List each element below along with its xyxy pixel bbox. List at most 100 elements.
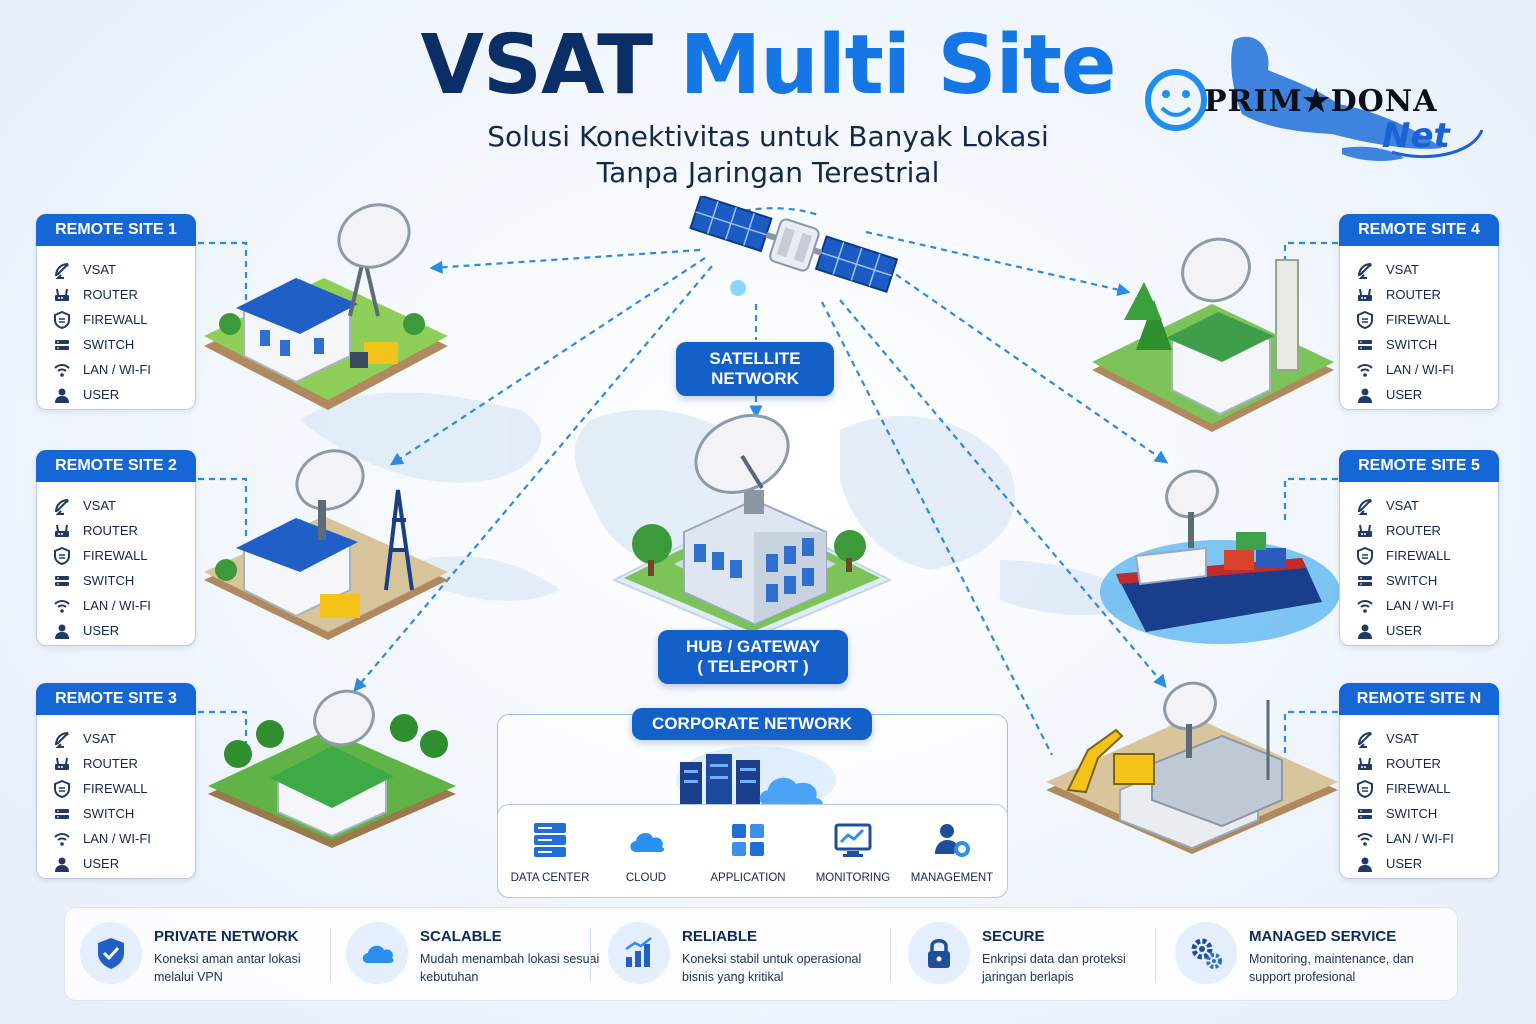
user-icon bbox=[55, 624, 69, 639]
hub-line-1: HUB / GATEWAY bbox=[685, 637, 821, 656]
router-icon bbox=[55, 757, 69, 770]
site-item-vsat: VSAT bbox=[1356, 257, 1454, 282]
site-item-router: ROUTER bbox=[1356, 518, 1454, 543]
site-item-lan-wifi: LAN / WI-FI bbox=[1356, 826, 1454, 851]
user-icon bbox=[55, 388, 69, 403]
cloud-icon bbox=[346, 922, 408, 984]
site-item-label: FIREWALL bbox=[83, 781, 148, 796]
feature-managed-service: MANAGED SERVICE Monitoring, maintenance,… bbox=[1175, 918, 1445, 992]
corporate-item-cloud: CLOUD bbox=[594, 820, 698, 884]
router-icon bbox=[1358, 524, 1372, 537]
feature-desc: Mudah menambah lokasi sesuai kebutuhan bbox=[420, 952, 600, 984]
gears-icon bbox=[1175, 922, 1237, 984]
feature-title: SCALABLE bbox=[420, 928, 502, 945]
site-item-label: SWITCH bbox=[1386, 806, 1438, 821]
user-icon bbox=[1358, 624, 1372, 639]
site-title: REMOTE SITE 1 bbox=[36, 214, 196, 246]
switch-icon bbox=[55, 808, 69, 819]
site-5-ship-scene bbox=[1100, 469, 1340, 644]
firewall-shield-icon bbox=[54, 310, 70, 329]
feature-divider bbox=[890, 928, 891, 982]
wifi-icon bbox=[54, 832, 70, 846]
feature-title: PRIVATE NETWORK bbox=[154, 928, 299, 945]
corporate-label: MANAGEMENT bbox=[910, 872, 994, 884]
application-grid-icon bbox=[732, 824, 764, 856]
satellite-dish-icon bbox=[55, 731, 69, 748]
switch-icon bbox=[1358, 808, 1372, 819]
feature-scalable: SCALABLE Mudah menambah lokasi sesuai ke… bbox=[346, 918, 599, 992]
site-title: REMOTE SITE 3 bbox=[36, 683, 196, 715]
hub-line-2: ( TELEPORT ) bbox=[697, 657, 809, 676]
satellite-dish-icon bbox=[1358, 262, 1372, 279]
router-icon bbox=[1358, 288, 1372, 301]
site-item-firewall: FIREWALL bbox=[53, 776, 151, 801]
user-gear-icon bbox=[935, 824, 970, 857]
satellite-dish-icon bbox=[55, 262, 69, 279]
site-item-label: ROUTER bbox=[83, 523, 138, 538]
site-item-router: ROUTER bbox=[1356, 751, 1454, 776]
feature-desc: Monitoring, maintenance, dan support pro… bbox=[1249, 952, 1414, 984]
site-item-user: USER bbox=[1356, 851, 1454, 876]
site-item-vsat: VSAT bbox=[1356, 726, 1454, 751]
router-icon bbox=[55, 288, 69, 301]
feature-title: MANAGED SERVICE bbox=[1249, 928, 1397, 945]
satellite-line-1: SATELLITE bbox=[709, 349, 801, 368]
site-item-label: USER bbox=[1386, 387, 1423, 402]
switch-icon bbox=[55, 339, 69, 350]
site-item-label: FIREWALL bbox=[1386, 312, 1451, 327]
feature-divider bbox=[590, 928, 591, 982]
router-icon bbox=[55, 524, 69, 537]
site-4-scene bbox=[1092, 237, 1334, 432]
site-item-firewall: FIREWALL bbox=[53, 307, 151, 332]
site-item-user: USER bbox=[1356, 618, 1454, 643]
site-title: REMOTE SITE N bbox=[1339, 683, 1499, 715]
site-item-label: FIREWALL bbox=[1386, 781, 1451, 796]
site-item-label: SWITCH bbox=[83, 806, 135, 821]
corporate-label: CLOUD bbox=[625, 872, 667, 884]
site-item-label: ROUTER bbox=[83, 287, 138, 302]
padlock-icon bbox=[908, 922, 970, 984]
site-item-lan-wifi: LAN / WI-FI bbox=[1356, 357, 1454, 382]
site-item-router: ROUTER bbox=[53, 751, 151, 776]
cloud-icon bbox=[630, 832, 665, 852]
site-item-label: VSAT bbox=[1386, 262, 1419, 277]
logo-net: Net bbox=[1382, 116, 1450, 156]
site-item-label: VSAT bbox=[83, 262, 116, 277]
user-icon bbox=[55, 857, 69, 872]
switch-icon bbox=[55, 575, 69, 586]
switch-icon bbox=[1358, 339, 1372, 350]
site-item-label: FIREWALL bbox=[83, 312, 148, 327]
site-item-label: USER bbox=[1386, 856, 1423, 871]
corporate-item-monitoring: MONITORING bbox=[801, 820, 905, 884]
title-part-1: VSAT bbox=[420, 18, 653, 113]
wifi-icon bbox=[54, 599, 70, 613]
hub-gateway-label: HUB / GATEWAY ( TELEPORT ) bbox=[658, 630, 848, 684]
user-icon bbox=[1358, 857, 1372, 872]
servers-cloud-icon bbox=[676, 746, 836, 812]
feature-title: SECURE bbox=[982, 928, 1045, 945]
site-item-user: USER bbox=[1356, 382, 1454, 407]
satellite-line-2: NETWORK bbox=[711, 369, 799, 388]
router-icon bbox=[1358, 757, 1372, 770]
monitor-chart-icon bbox=[834, 823, 872, 857]
firewall-shield-icon bbox=[54, 779, 70, 798]
feature-private-network: PRIVATE NETWORK Koneksi aman antar lokas… bbox=[80, 918, 330, 992]
site-item-label: ROUTER bbox=[83, 756, 138, 771]
corporate-item-management: MANAGEMENT bbox=[900, 820, 1004, 884]
site-item-label: FIREWALL bbox=[83, 548, 148, 563]
site-3-scene bbox=[208, 689, 456, 848]
feature-divider bbox=[330, 928, 331, 982]
firewall-shield-icon bbox=[1357, 779, 1373, 798]
bar-chart-icon bbox=[608, 922, 670, 984]
user-icon bbox=[1358, 388, 1372, 403]
hub-teleport-scene bbox=[611, 414, 893, 640]
site-item-label: VSAT bbox=[1386, 498, 1419, 513]
satellite-icon bbox=[689, 196, 899, 296]
site-item-label: LAN / WI-FI bbox=[83, 598, 151, 613]
site-item-vsat: VSAT bbox=[53, 726, 151, 751]
